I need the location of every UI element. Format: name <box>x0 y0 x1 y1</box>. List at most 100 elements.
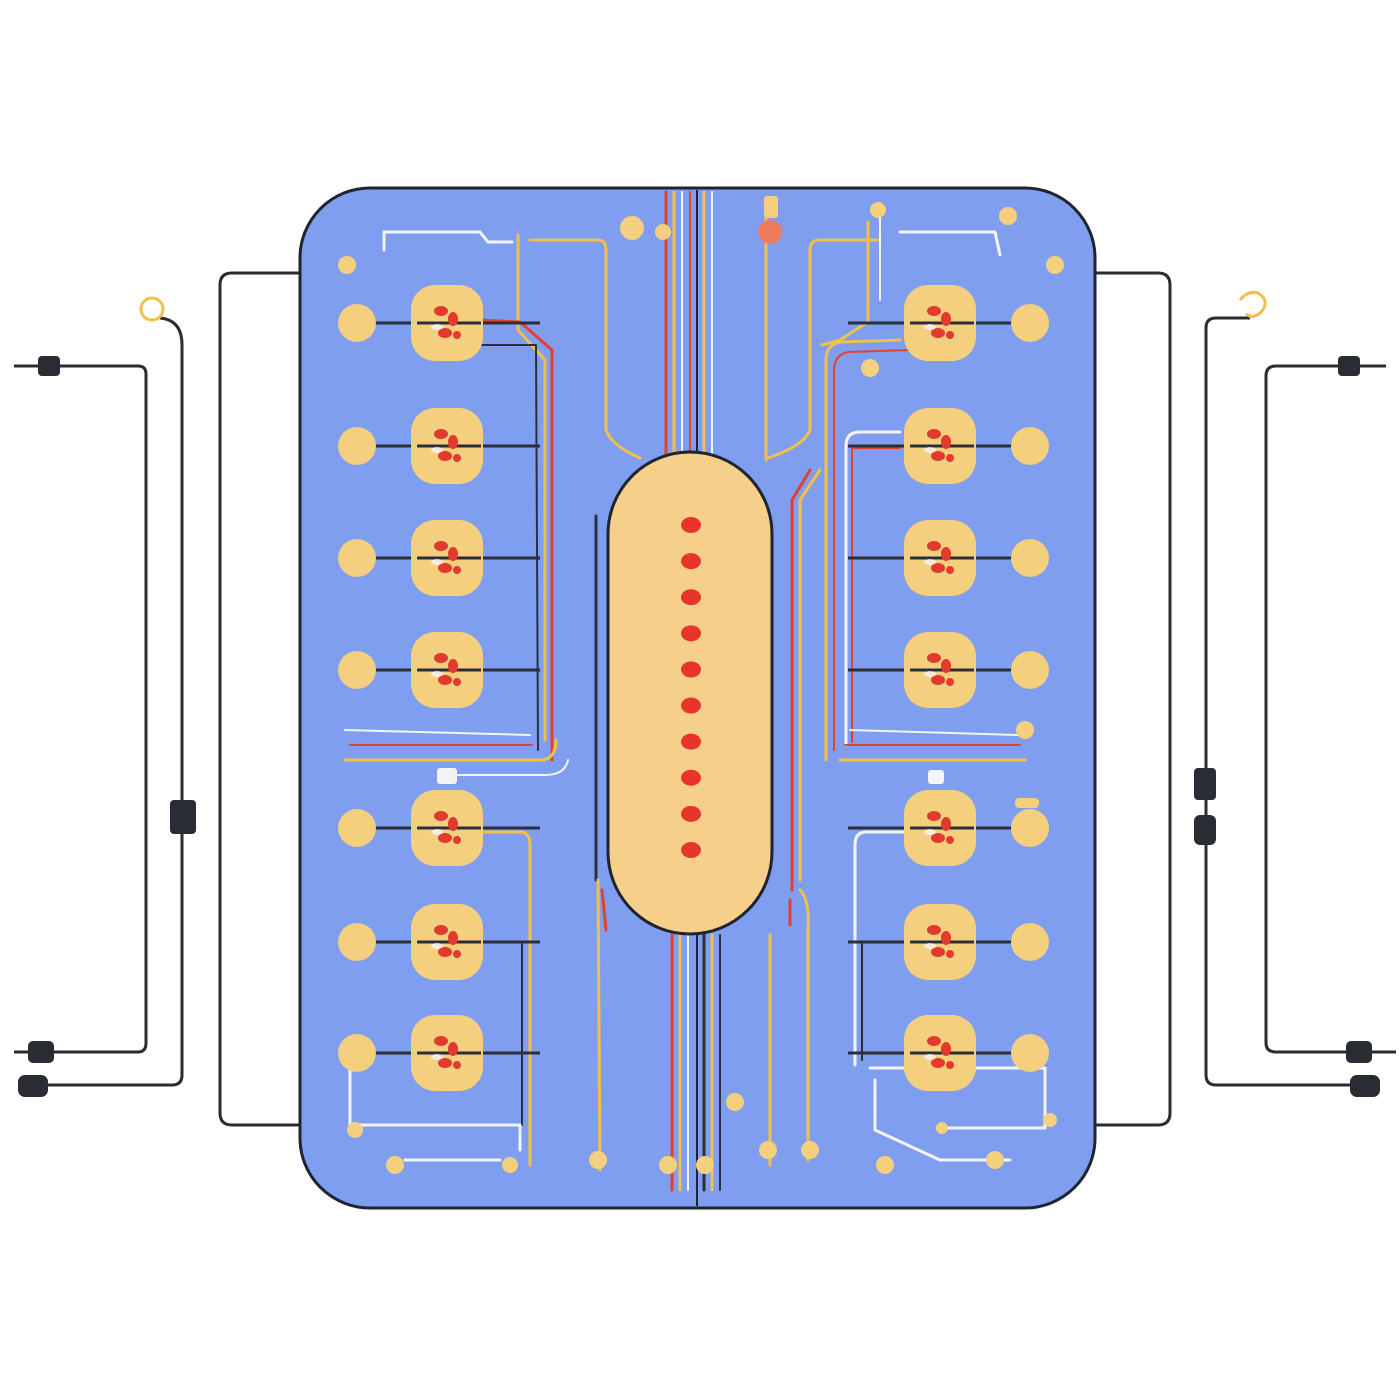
left-pad-dot <box>434 925 448 935</box>
left-pad-highlight <box>431 1054 443 1060</box>
right-pad-highlight <box>924 829 936 835</box>
right-small-pad <box>1011 427 1049 465</box>
core-dot <box>681 661 701 678</box>
core-dot <box>681 769 701 786</box>
right-pad-group <box>848 520 1049 596</box>
left-pad-dot <box>448 817 458 831</box>
left-small-pad <box>338 304 376 342</box>
left-pad-group <box>338 904 540 980</box>
right-pad-group <box>848 408 1049 484</box>
right-pad-dot <box>946 678 954 686</box>
right-pad-highlight <box>924 447 936 453</box>
right-pad-dot <box>931 675 945 685</box>
connector-plug-icon <box>1338 356 1360 376</box>
right-pad-dot <box>941 435 951 449</box>
core-dot <box>681 625 701 642</box>
right-small-pad <box>1011 1034 1049 1072</box>
left-pad-dot <box>434 541 448 551</box>
right-pad-dot <box>941 312 951 326</box>
right-pad-group <box>848 790 1049 866</box>
core-dot <box>681 517 701 533</box>
right-pad-dot <box>941 931 951 945</box>
right-pad-highlight <box>924 671 936 677</box>
right-small-pad <box>1011 539 1049 577</box>
ring-terminals <box>139 290 1267 322</box>
right-pad-highlight <box>924 943 936 949</box>
left-small-pad <box>338 539 376 577</box>
ring-terminal-icon <box>139 296 165 322</box>
connector-plug-icon <box>170 800 196 834</box>
core-dot <box>681 697 701 714</box>
left-pad-dot <box>438 1058 452 1068</box>
core-dot <box>681 733 701 750</box>
solder-blobs <box>338 196 1064 1174</box>
right-pad-dot <box>941 547 951 561</box>
right-pad-group <box>848 1015 1049 1091</box>
right-pad-group <box>848 632 1049 708</box>
right-small-pad <box>1011 923 1049 961</box>
right-pad-dot <box>931 1058 945 1068</box>
left-pad-dot <box>448 1042 458 1056</box>
core-dot <box>681 842 701 858</box>
left-pad-group <box>338 520 540 596</box>
left-pad-highlight <box>431 324 443 330</box>
left-pad-dot <box>453 1061 461 1069</box>
right-small-pad <box>1011 809 1049 847</box>
cable-connectors <box>18 356 1380 1097</box>
left-harness-cable-a <box>14 364 148 1054</box>
right-pad-dot <box>931 947 945 957</box>
right-pad-dot <box>931 328 945 338</box>
right-pad-group <box>848 904 1049 980</box>
left-pad-dot <box>453 331 461 339</box>
left-pad-dot <box>453 678 461 686</box>
left-pad-highlight <box>431 829 443 835</box>
ring-terminal-icon <box>1238 290 1267 318</box>
right-pad-dot <box>927 811 941 821</box>
left-pad-dot <box>438 675 452 685</box>
left-pad-highlight <box>431 447 443 453</box>
left-pad-dot <box>438 563 452 573</box>
right-pad-dot <box>946 950 954 958</box>
right-pad-dot <box>941 659 951 673</box>
right-pad-dot <box>931 451 945 461</box>
left-small-pad <box>338 809 376 847</box>
left-pad-dot <box>448 931 458 945</box>
left-pad-group <box>338 790 540 866</box>
right-pad-dot <box>927 925 941 935</box>
left-pad-dot <box>434 429 448 439</box>
left-pad-dot <box>434 653 448 663</box>
connector-plug-icon <box>18 1075 48 1097</box>
right-pad-dot <box>931 563 945 573</box>
left-pad-dot <box>434 811 448 821</box>
center-bus <box>594 190 721 1192</box>
connector-plug-icon <box>1194 815 1216 845</box>
left-outer-cable <box>218 271 300 1127</box>
right-pad-dot <box>931 833 945 843</box>
left-pad-group <box>338 285 540 361</box>
right-small-pad <box>1011 304 1049 342</box>
left-pad-highlight <box>431 671 443 677</box>
left-pad-dot <box>438 451 452 461</box>
left-pad-dot <box>453 836 461 844</box>
connector-plug-icon <box>1350 1075 1380 1097</box>
connector-plug-icon <box>38 356 60 376</box>
right-small-pad <box>1011 651 1049 689</box>
left-pad-dot <box>448 659 458 673</box>
left-small-pad <box>338 1034 376 1072</box>
right-pad-dot <box>946 836 954 844</box>
right-pad-dot <box>946 1061 954 1069</box>
right-pad-dot <box>927 1036 941 1046</box>
left-pad-highlight <box>431 559 443 565</box>
left-pad-dot <box>438 947 452 957</box>
circuit-traces <box>343 190 1047 1192</box>
left-pad-dot <box>434 1036 448 1046</box>
right-pad-dot <box>946 331 954 339</box>
right-pad-highlight <box>924 324 936 330</box>
right-harness-cable-a <box>1264 364 1396 1054</box>
right-pad-highlight <box>924 559 936 565</box>
left-small-pad <box>338 651 376 689</box>
core-dot <box>681 589 701 606</box>
connector-plug-icon <box>1194 768 1216 800</box>
